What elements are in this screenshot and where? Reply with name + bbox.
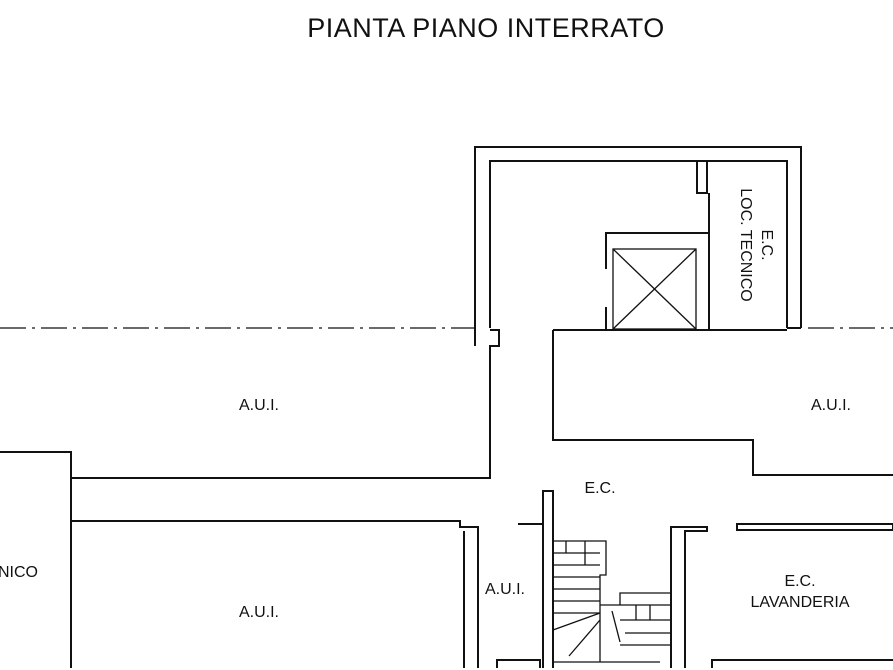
tower-walls — [474, 146, 802, 329]
room-label-ec-center: E.C. — [584, 480, 615, 497]
room-label-aui-left-upper: A.U.I. — [239, 397, 279, 414]
plan-title: PIANTA PIANO INTERRATO — [307, 13, 665, 43]
room-label-aui-right-upper: A.U.I. — [811, 397, 851, 414]
left-lower-walls — [0, 451, 479, 668]
room-label-aui-left-lower: A.U.I. — [239, 604, 279, 621]
corridor-walls — [71, 328, 893, 479]
room-label-loc-tecnico: LOC. TECNICO — [737, 188, 754, 302]
room-label-left-edge-fragment: NICO — [0, 564, 38, 581]
lavanderia-walls — [670, 523, 893, 668]
room-label-aui-small: A.U.I. — [485, 581, 525, 598]
staircase — [552, 540, 672, 668]
small-aui-walls — [496, 490, 554, 668]
room-label-lavanderia: LAVANDERIA — [751, 594, 850, 611]
room-label-lavanderia-ec: E.C. — [784, 573, 815, 590]
elevator-shaft — [605, 232, 709, 331]
room-label-loc-tecnico-ec: E.C. — [758, 229, 775, 260]
